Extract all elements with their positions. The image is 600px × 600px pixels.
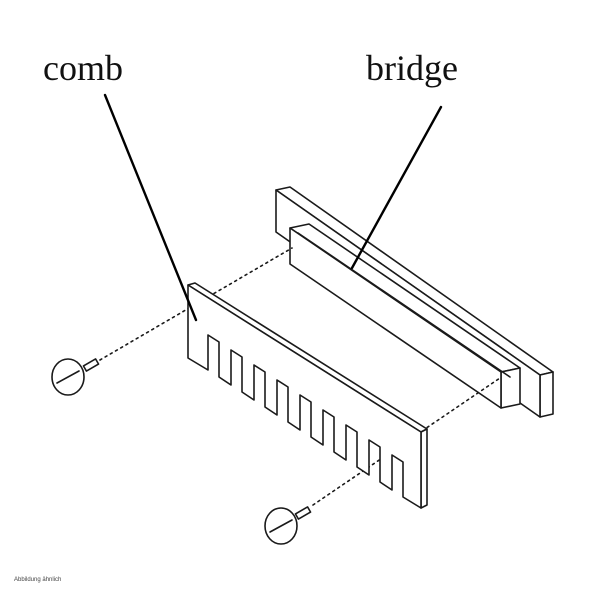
- comb-leader-line: [103, 93, 198, 322]
- alignment-lines: [99, 247, 501, 506]
- bridge-label: bridge: [366, 48, 458, 88]
- bridge-front-block: [289, 223, 521, 409]
- comb-label: comb: [43, 48, 123, 88]
- comb: [187, 282, 428, 509]
- screw-right: [264, 506, 312, 545]
- comb-front-face: [187, 284, 422, 509]
- image-similar-footnote: Abbildung ähnlich: [14, 577, 62, 583]
- bridge-leader-line: [350, 105, 443, 270]
- screw-left: [51, 358, 100, 396]
